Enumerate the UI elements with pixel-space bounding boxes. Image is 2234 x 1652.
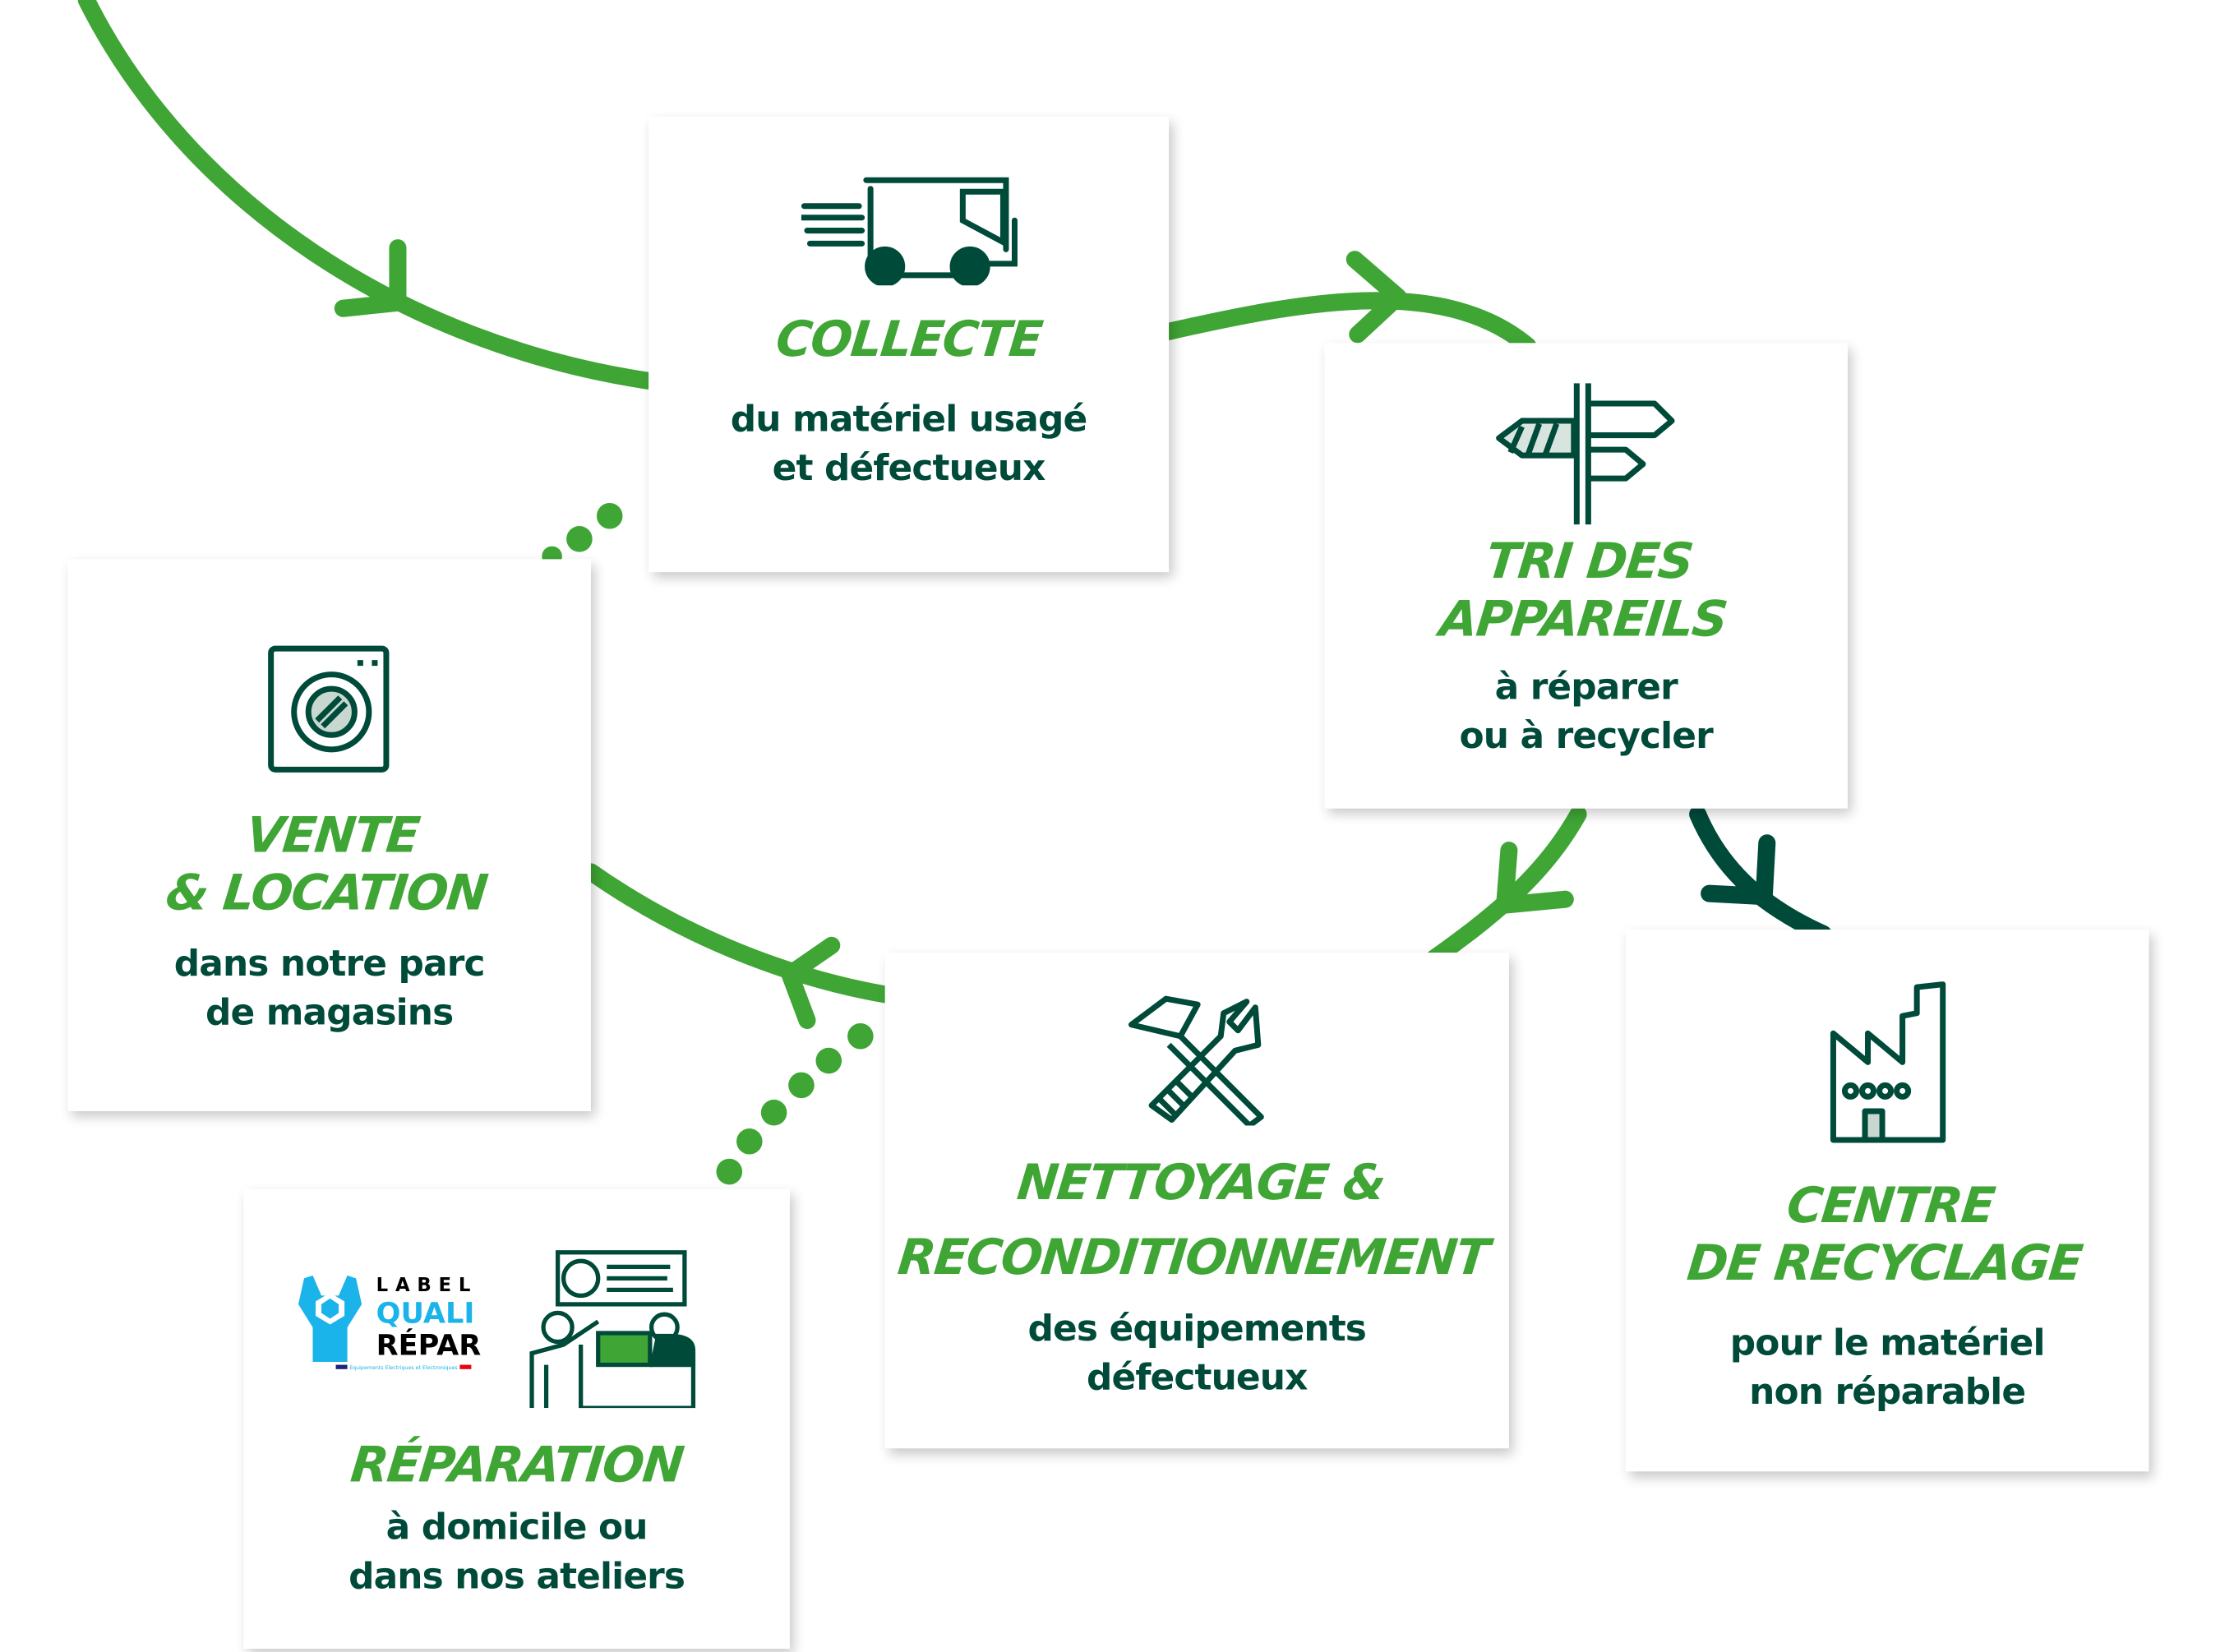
- repair-counter-icon: [529, 1250, 696, 1409]
- step-title: COLLECTE: [773, 311, 1045, 369]
- factory-icon: [1830, 981, 1946, 1143]
- qualirepar-label-logo: LABEL QUALI RÉPAR Equipements Electrique…: [295, 1272, 511, 1382]
- hammer-wrench-icon: [1128, 995, 1263, 1126]
- step-reparation: LABEL QUALI RÉPAR Equipements Electrique…: [243, 1188, 790, 1650]
- arrow-to-vente: [582, 863, 894, 1004]
- step-title: VENTE& LOCATION: [163, 806, 490, 923]
- signpost-icon: [1495, 383, 1674, 525]
- washing-machine-icon: [267, 645, 389, 773]
- qualirepar-figure-icon: [298, 1275, 362, 1363]
- arrow-to-collecte: [77, 0, 665, 391]
- dotted-link-reparation: [542, 502, 874, 1185]
- delivery-truck-icon: [801, 177, 1018, 286]
- arrow-to-tri: [1160, 292, 1537, 355]
- arrow-to-recyclage: [1689, 805, 1832, 943]
- label-tagline: Equipements Electriques et Electroniques: [295, 1364, 511, 1371]
- step-title: NETTOYAGE &RECONDITIONNEMENT: [895, 1154, 1491, 1287]
- step-nettoyage-reconditionnement: NETTOYAGE &RECONDITIONNEMENT des équipem…: [884, 953, 1509, 1449]
- step-title: RÉPARATION: [348, 1437, 685, 1495]
